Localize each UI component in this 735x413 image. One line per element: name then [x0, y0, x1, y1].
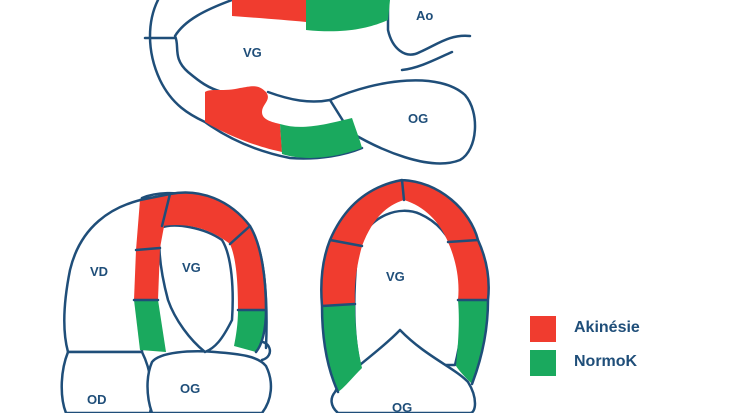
four-chamber-septum-normok	[134, 300, 166, 352]
two-chamber-label-og: OG	[392, 400, 412, 413]
long-axis-label-og: OG	[408, 111, 428, 126]
two-chamber-left-atrium	[330, 328, 477, 413]
four-chamber-lateral-akinesie	[230, 226, 266, 310]
two-chamber-inferior-akinesie-top	[330, 180, 404, 246]
two-chamber-label-vg: VG	[386, 269, 405, 284]
long-axis-view: VG Ao OG	[143, 0, 477, 165]
four-chamber-label-od: OD	[87, 392, 107, 407]
two-chamber-view: VG OG	[320, 178, 490, 413]
four-chamber-left-ventricle	[158, 224, 234, 354]
four-chamber-view: VD VG OD OG	[60, 191, 273, 413]
long-axis-left-atrium	[328, 79, 477, 165]
long-axis-segment-normok-1	[306, 0, 390, 32]
long-axis-segment-akinesie-1	[232, 0, 306, 22]
legend-swatch-normok	[530, 350, 556, 376]
long-axis-inner-contour	[173, 0, 332, 103]
four-chamber-right-atrium	[60, 350, 154, 413]
long-axis-aorta	[386, 0, 472, 72]
four-chamber-lateral-normok	[234, 310, 266, 352]
four-chamber-apex-akinesie	[162, 192, 250, 244]
legend: Akinésie NormoK	[530, 316, 730, 386]
two-chamber-anterior-akinesie-top	[402, 180, 478, 242]
four-chamber-label-vg: VG	[182, 260, 201, 275]
two-chamber-anterior-normok	[456, 300, 488, 384]
legend-item-akinesie: Akinésie	[530, 316, 730, 344]
four-chamber-left-atrium	[146, 350, 273, 413]
legend-label-akinesie: Akinésie	[574, 319, 640, 336]
legend-item-normok: NormoK	[530, 350, 730, 378]
long-axis-segment-akinesie-2	[205, 86, 282, 152]
two-chamber-inferior-akinesie-mid	[321, 240, 362, 306]
four-chamber-label-og: OG	[180, 381, 200, 396]
two-chamber-segment-contours	[320, 178, 490, 394]
four-chamber-septum-akinesie-mid	[134, 248, 160, 300]
long-axis-label-ao: Ao	[416, 8, 433, 23]
four-chamber-segment-contours	[132, 191, 268, 354]
four-chamber-septum-akinesie-top	[136, 194, 170, 250]
two-chamber-anterior-akinesie-mid	[448, 240, 489, 300]
long-axis-label-vg: VG	[243, 45, 262, 60]
two-chamber-inferior-normok	[322, 304, 362, 392]
four-chamber-label-vd: VD	[90, 264, 108, 279]
legend-swatch-akinesie	[530, 316, 556, 342]
legend-label-normok: NormoK	[574, 353, 638, 370]
long-axis-segment-normok-2	[280, 118, 362, 158]
